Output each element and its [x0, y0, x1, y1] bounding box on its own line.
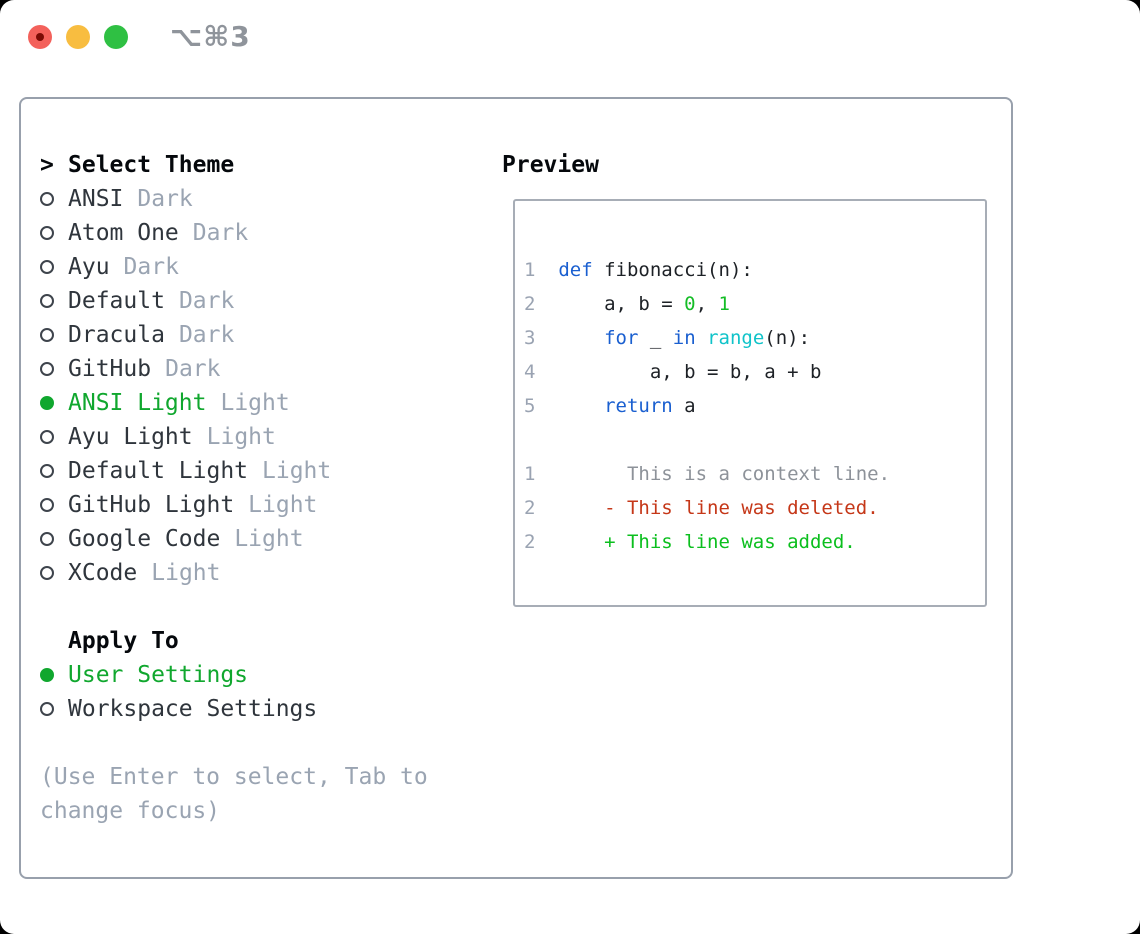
theme-variant-label: Dark	[178, 288, 235, 314]
radio-selected-icon	[40, 668, 68, 682]
diff-deleted-line: 2 - This line was deleted.	[524, 497, 879, 519]
theme-item-github[interactable]: GitHub Dark	[40, 352, 452, 386]
blank-line	[524, 423, 890, 457]
theme-item-ayu[interactable]: Ayu Dark	[40, 250, 452, 284]
theme-item-default-light[interactable]: Default Light Light	[40, 454, 452, 488]
radio-icon	[40, 294, 68, 308]
radio-icon	[40, 464, 68, 478]
theme-variant-label: Dark	[123, 254, 179, 280]
apply-option-user-settings[interactable]: User Settings	[40, 658, 452, 692]
radio-icon	[40, 226, 68, 240]
apply-option-label: User Settings	[68, 662, 249, 688]
select-theme-title: Select Theme	[68, 152, 235, 178]
theme-item-xcode[interactable]: XCode Light	[40, 556, 452, 590]
theme-item-ansi-light[interactable]: ANSI Light Light	[40, 386, 452, 420]
theme-variant-label: Light	[248, 492, 318, 518]
titlebar: ⌥⌘3	[0, 0, 1140, 74]
code-line: 3 for _ in range(n):	[524, 327, 811, 349]
theme-variant-label: Dark	[165, 356, 221, 382]
diff-context-line: 1 This is a context line.	[524, 463, 891, 485]
theme-item-default[interactable]: Default Dark	[40, 284, 452, 318]
prompt-chevron-icon: >	[40, 152, 54, 178]
code-line: 1 def fibonacci(n):	[524, 259, 753, 281]
theme-item-label: GitHub	[68, 356, 152, 382]
radio-icon	[40, 362, 68, 376]
minimize-button[interactable]	[66, 25, 90, 49]
code-line: 4 a, b = b, a + b	[524, 361, 822, 383]
theme-item-github-light[interactable]: GitHub Light Light	[40, 488, 452, 522]
theme-item-google-code[interactable]: Google Code Light	[40, 522, 452, 556]
hint-text: (Use Enter to select, Tab to change focu…	[40, 764, 428, 824]
theme-item-label: ANSI	[68, 186, 124, 212]
theme-item-ayu-light[interactable]: Ayu Light Light	[40, 420, 452, 454]
radio-icon	[40, 260, 68, 274]
theme-item-label: XCode	[68, 560, 138, 586]
code-line: 5 return a	[524, 395, 696, 417]
radio-icon	[40, 566, 68, 580]
theme-variant-label: Light	[151, 560, 221, 586]
theme-item-label: ANSI Light	[68, 390, 207, 416]
theme-item-label: Ayu	[68, 254, 110, 280]
radio-icon	[40, 532, 68, 546]
zoom-button[interactable]	[104, 25, 128, 49]
theme-item-label: Default	[68, 288, 165, 314]
radio-icon	[40, 702, 68, 716]
theme-item-dracula[interactable]: Dracula Dark	[40, 318, 452, 352]
close-button[interactable]	[28, 25, 52, 49]
theme-variant-label: Light	[234, 526, 304, 552]
preview-code: 1 def fibonacci(n): 2 a, b = 0, 1 3 for _ …	[524, 253, 890, 559]
theme-item-label: Ayu Light	[68, 424, 193, 450]
radio-icon	[40, 328, 68, 342]
diff-added-line: 2 + This line was added.	[524, 531, 856, 553]
radio-selected-icon	[40, 396, 68, 410]
apply-option-label: Workspace Settings	[68, 696, 318, 722]
radio-icon	[40, 430, 68, 444]
theme-item-label: Dracula	[68, 322, 165, 348]
preview-box: 1 def fibonacci(n): 2 a, b = 0, 1 3 for _ …	[513, 199, 987, 607]
preview-title: Preview	[502, 152, 599, 178]
theme-variant-label: Dark	[192, 220, 249, 246]
radio-icon	[40, 192, 68, 206]
theme-item-ansi[interactable]: ANSI Dark	[40, 182, 452, 216]
radio-icon	[40, 498, 68, 512]
theme-variant-label: Dark	[178, 322, 235, 348]
select-theme-header: > Select Theme	[40, 148, 452, 182]
theme-variant-label: Light	[220, 390, 290, 416]
spacer	[40, 726, 452, 760]
code-line: 2 a, b = 0, 1	[524, 293, 730, 315]
theme-variant-label: Light	[262, 458, 332, 484]
apply-option-workspace-settings[interactable]: Workspace Settings	[40, 692, 452, 726]
theme-item-label: Default Light	[68, 458, 249, 484]
theme-item-label: GitHub Light	[68, 492, 235, 518]
apply-to-header: Apply To	[40, 624, 452, 658]
window-shortcut-label: ⌥⌘3	[170, 20, 251, 53]
spacer	[40, 590, 452, 624]
apply-to-title: Apply To	[68, 628, 179, 654]
theme-item-label: Atom One	[68, 220, 179, 246]
theme-variant-label: Dark	[137, 186, 193, 212]
theme-variant-label: Light	[206, 424, 276, 450]
theme-item-label: Google Code	[68, 526, 221, 552]
theme-item-atom-one[interactable]: Atom One Dark	[40, 216, 452, 250]
